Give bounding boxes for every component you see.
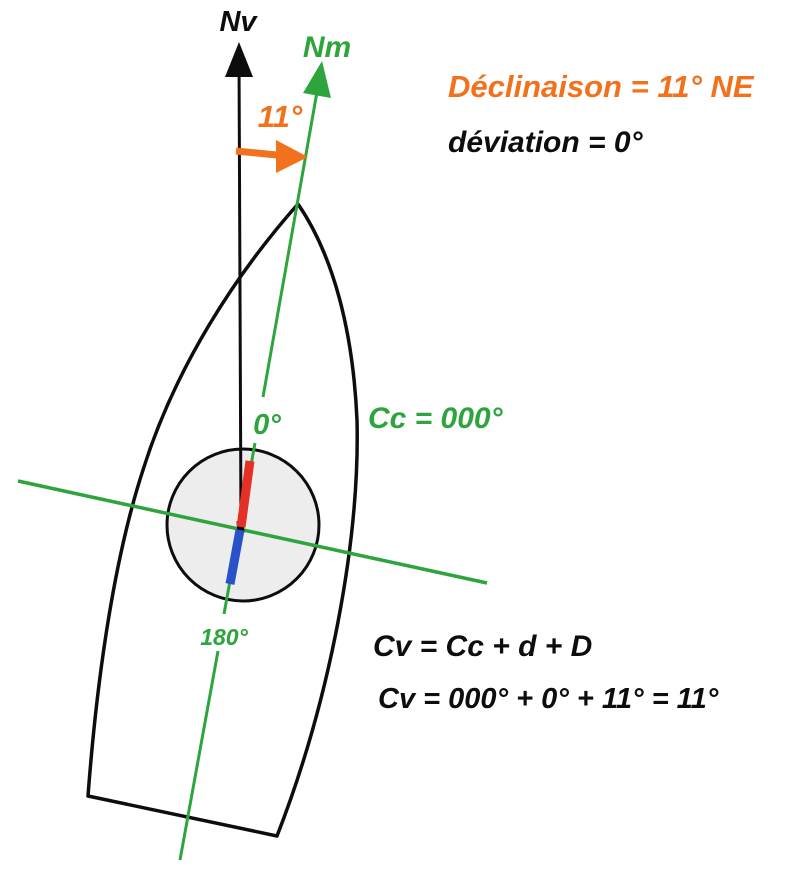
true-north-label: Nv	[219, 6, 258, 38]
true-north-line	[237, 57, 243, 529]
declination-annotation: Déclinaison = 11° NE	[448, 69, 755, 104]
declination-angle-label: 11°	[258, 99, 303, 134]
compass-needle-north	[236, 460, 255, 528]
magnetic-north-label: Nm	[303, 31, 351, 64]
formula-values: Cv = 000° + 0° + 11° = 11°	[378, 683, 719, 715]
declination-arrowhead-icon	[276, 140, 308, 173]
deviation-annotation: déviation = 0°	[448, 126, 644, 159]
magnetic-north-arrowhead-icon	[303, 61, 331, 98]
formula-general: Cv = Cc + d + D	[373, 630, 592, 663]
compass-zero-label: 0°	[253, 409, 281, 441]
heading-line-lower	[178, 650, 220, 861]
athwartships-line	[17, 479, 488, 585]
true-north-arrowhead-icon	[225, 42, 253, 77]
declination-arrow-shaft	[235, 147, 278, 159]
compass-needle-south	[225, 529, 245, 585]
compass-course-label: Cc = 000°	[368, 402, 504, 435]
heading-line-upper	[261, 91, 319, 398]
compass-south-label: 180°	[200, 624, 248, 650]
